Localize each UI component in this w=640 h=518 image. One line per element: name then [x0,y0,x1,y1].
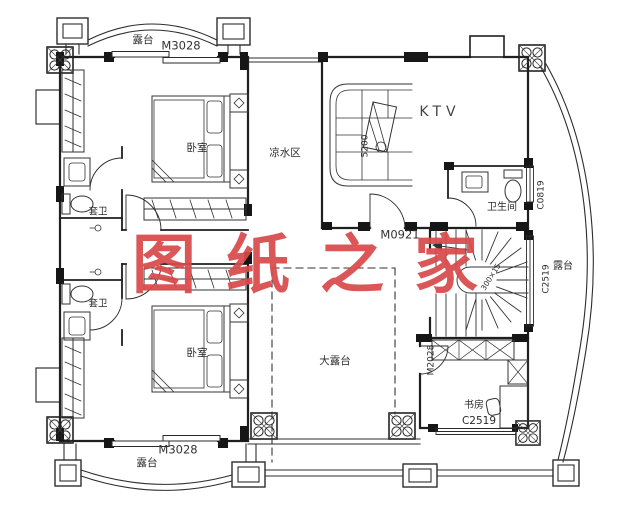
bedroom-2-furniture [61,267,249,419]
label-terrace-top: 露台 [132,33,154,46]
label-window-c2519-study: C2519 [461,414,497,427]
label-study: 书房 [464,400,484,411]
label-bathroom: 卫生间 [487,202,517,213]
staircase [432,229,529,337]
exterior-walls [35,35,530,443]
study-furniture [431,339,529,429]
label-door-m3028-bottom: M3028 [158,442,198,457]
label-window-c0819: C0819 [536,180,547,210]
label-terrace-right: 露台 [553,261,573,272]
label-cool-area: 凉水区 [269,146,301,159]
terrace-dashed-boundary [271,267,396,463]
label-bedroom-1: 卧室 [186,141,208,154]
label-door-m3028-top: M3028 [161,38,201,53]
label-bedroom-2: 卧室 [186,346,208,359]
label-ensuite-2: 套卫 [88,298,108,310]
label-window-c2519-stair: C2519 [541,264,552,294]
label-terrace-large: 大露台 [319,354,351,367]
label-ktv-room: KTV [419,104,461,120]
bedroom-1-furniture [61,69,249,221]
ktv-sofa [329,83,413,187]
ensuite-2-fixtures [61,268,102,341]
ktv-bathroom-fixtures [461,169,523,203]
doors-and-windows [89,51,534,447]
label-ensuite-1: 套卫 [88,206,108,218]
terrace-railings [54,17,594,491]
label-door-m2028: M2028 [426,344,437,376]
label-sofa-dimension: 5200 [360,134,371,158]
hatched-columns [46,44,546,446]
label-terrace-bottom: 露台 [136,456,158,469]
ensuite-1-fixtures [61,157,102,232]
label-door-m0921: M0921 [380,227,420,242]
wall-fill-chunks [56,52,533,448]
